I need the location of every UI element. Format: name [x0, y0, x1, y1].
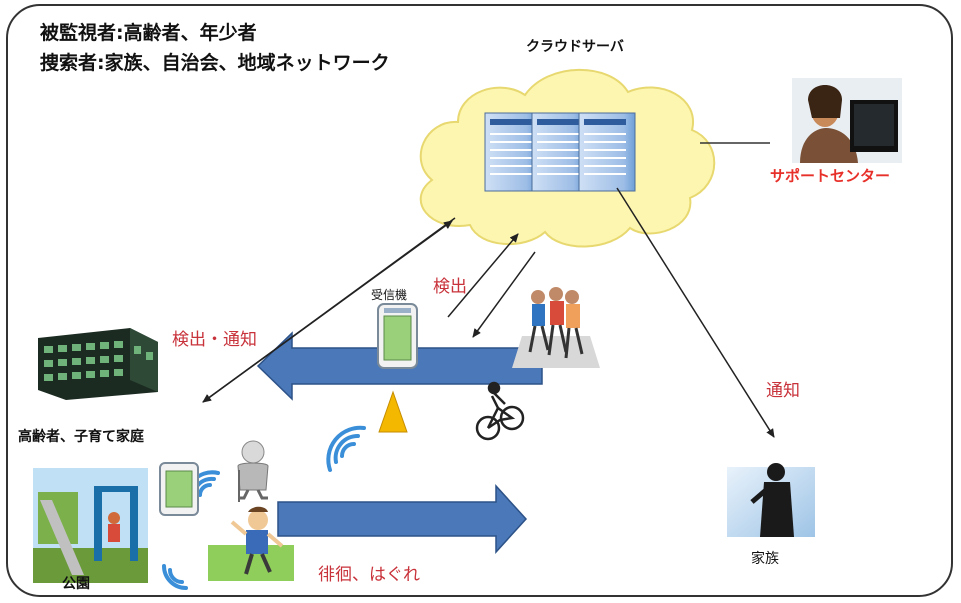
operator-icon — [792, 78, 902, 163]
cyclist-icon — [475, 381, 525, 441]
detect-notify-label: 検出・通知 — [172, 330, 257, 350]
receiver-label: 受信機 — [371, 288, 408, 302]
runners-icon — [512, 287, 600, 368]
child-icon — [208, 506, 294, 581]
notify-label: 通知 — [766, 381, 800, 401]
businessman-icon — [727, 463, 815, 537]
detect-label: 検出 — [433, 277, 467, 297]
building-icon — [38, 328, 158, 400]
family-label: 家族 — [751, 551, 779, 567]
cone-icon — [378, 390, 408, 433]
monitored-text: 被監視者:高齢者、年少者 — [40, 22, 257, 44]
park-label: 公園 — [62, 576, 90, 592]
connector-arrows — [202, 187, 775, 438]
household-label: 高齢者、子育て家庭 — [18, 429, 144, 445]
cloud-server-label: クラウドサーバ — [526, 39, 624, 55]
receiver-icon — [377, 303, 418, 369]
support-center-label: サポートセンター — [770, 167, 891, 185]
server-icon — [484, 112, 636, 192]
wander-label: 徘徊、はぐれ — [318, 565, 420, 585]
elderly-icon — [237, 440, 269, 502]
block-arrow-icon — [277, 484, 528, 554]
tag-device-icon — [159, 462, 199, 516]
park-icon — [33, 468, 148, 583]
searchers-text: 捜索者:家族、自治会、地域ネットワーク — [40, 52, 390, 74]
